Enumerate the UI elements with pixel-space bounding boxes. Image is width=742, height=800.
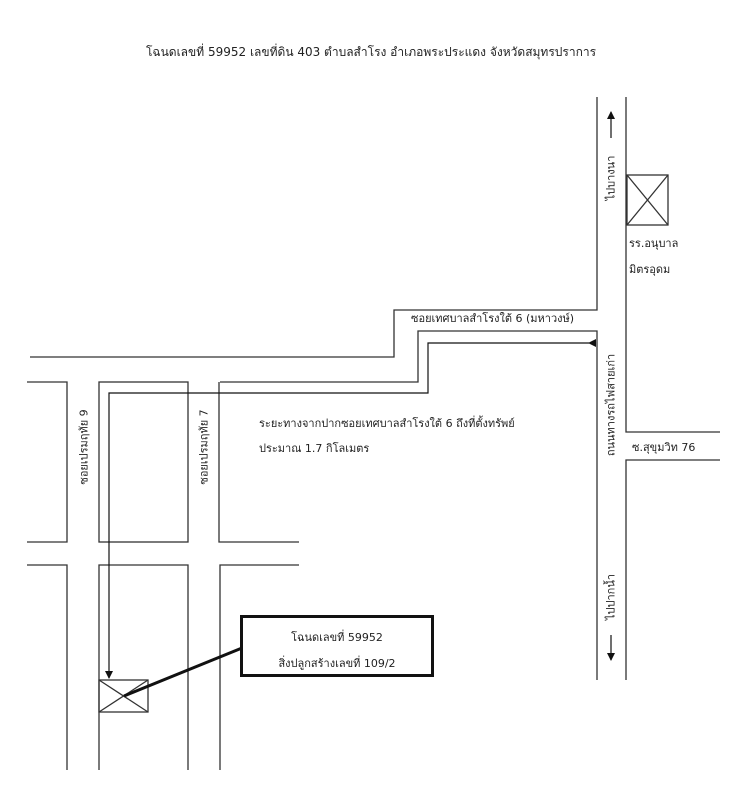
distance-line2: ประมาณ 1.7 กิโลเมตร — [259, 442, 370, 455]
main-road-label: ถนนทางรถไฟสายเก่า — [604, 353, 618, 457]
property-building: สิ่งปลูกสร้างเลขที่ 109/2 — [278, 657, 396, 670]
soi-9-label: ซอยเปรมฤทัย 9 — [77, 409, 91, 485]
soi-sukhumvit-label: ซ.สุขุมวิท 76 — [632, 441, 696, 454]
map-title: โฉนดเลขที่ 59952 เลขที่ดิน 403 ตำบลสำโรง… — [145, 45, 597, 59]
landmark-line1: รร.อนุบาล — [629, 237, 679, 250]
route-arrow — [105, 339, 596, 679]
direction-north-label: ไปบางนา — [604, 155, 618, 201]
main-road-east-edge-north — [625, 97, 720, 433]
property-marker — [98, 679, 149, 713]
distance-line1: ระยะทางจากปากซอยเทศบาลสำโรงใต้ 6 ถึงที่ต… — [259, 417, 515, 430]
direction-south-label: ไปปากน้ำ — [604, 573, 618, 621]
property-label-box: โฉนดเลขที่ 59952 สิ่งปลูกสร้างเลขที่ 109… — [240, 615, 434, 677]
soi-7-label: ซอยเปรมฤทัย 7 — [197, 409, 211, 485]
leader-line — [123, 646, 243, 698]
property-deed: โฉนดเลขที่ 59952 — [291, 631, 383, 644]
school-marker — [626, 174, 669, 226]
landmark-line2: มิตรอุดม — [629, 263, 671, 276]
main-road-east-edge-south — [625, 459, 720, 680]
soi-thesaban-label: ซอยเทศบาลสำโรงใต้ 6 (มหาวงษ์) — [411, 312, 575, 325]
